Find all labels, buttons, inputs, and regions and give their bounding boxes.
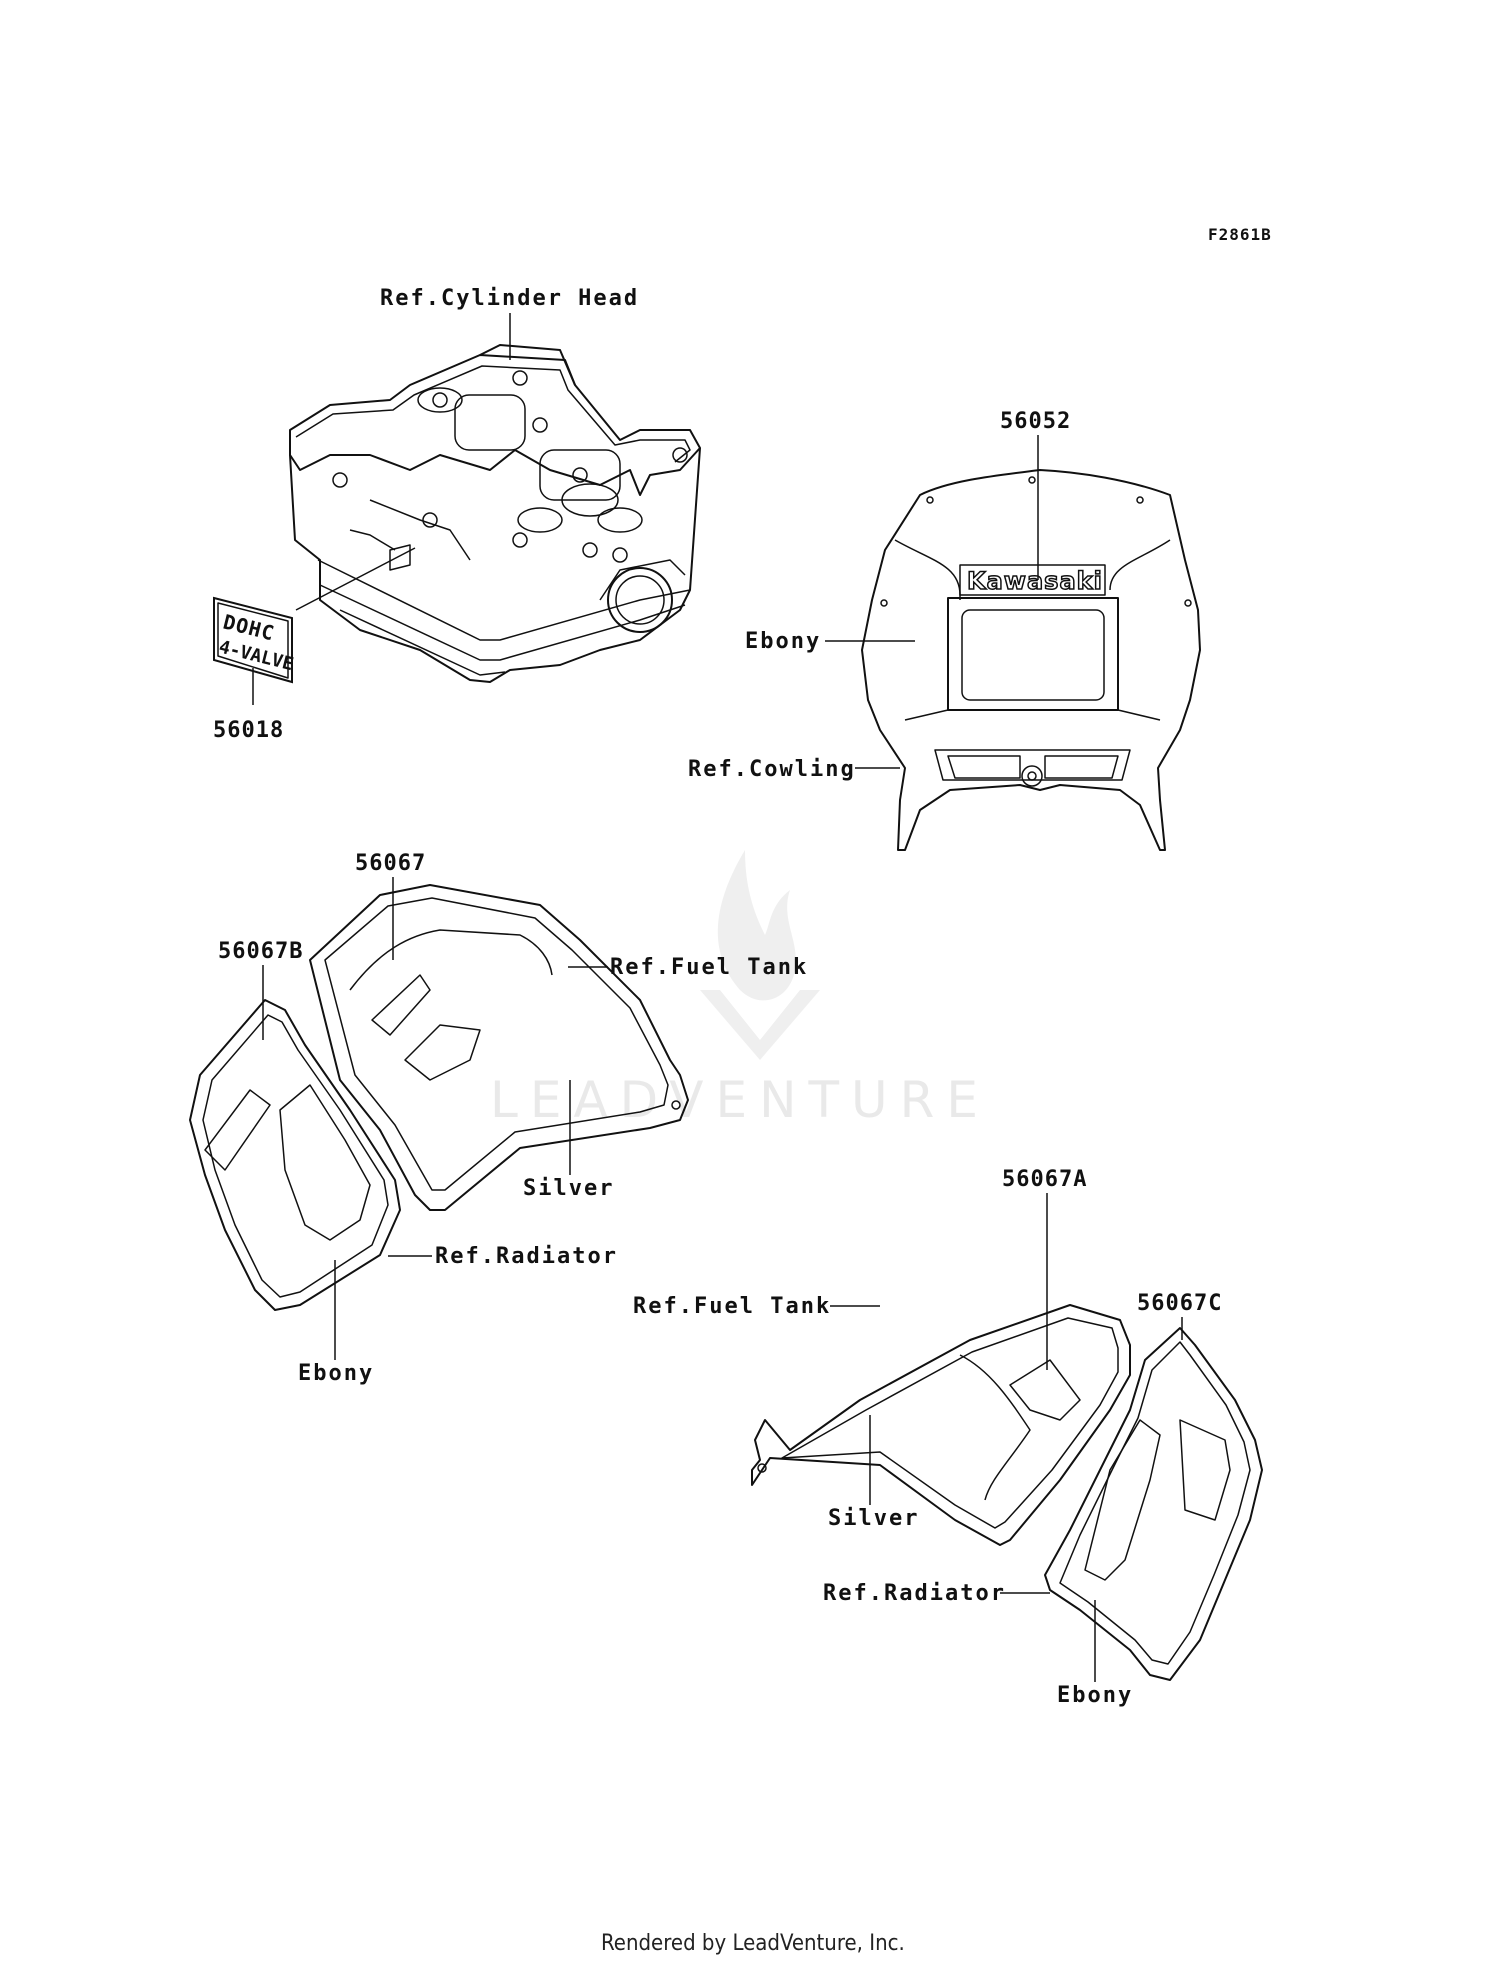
left-radiator-shroud-drawing (189, 999, 401, 1311)
label-silver-left: Silver (523, 1176, 614, 1201)
dohc-4-valve-decal: DOHC 4-VALVE (213, 596, 295, 684)
label-ref-fuel-tank-right: Ref.Fuel Tank (633, 1294, 831, 1319)
label-ref-fuel-tank-left: Ref.Fuel Tank (610, 955, 808, 980)
left-fuel-tank-drawing (309, 884, 689, 1211)
cowling-drawing: Kawasaki (861, 469, 1201, 851)
label-ref-cylinder-head: Ref.Cylinder Head (380, 286, 639, 311)
part-56067: 56067 (355, 851, 426, 876)
part-56018: 56018 (213, 718, 284, 743)
right-radiator-shroud-drawing (1044, 1327, 1263, 1681)
label-ebony-cowling: Ebony (745, 629, 821, 654)
footer-credit: Rendered by LeadVenture, Inc. (601, 1931, 905, 1956)
part-56067b: 56067B (218, 939, 303, 964)
label-ref-radiator-right: Ref.Radiator (823, 1581, 1006, 1606)
label-ref-cowling: Ref.Cowling (688, 757, 856, 782)
watermark-text: LEADVENTURE (490, 1071, 990, 1129)
label-ref-radiator-left: Ref.Radiator (435, 1244, 618, 1269)
label-ebony-right: Ebony (1057, 1683, 1133, 1708)
leader-56018-head (295, 547, 416, 611)
flame-watermark-icon (717, 850, 796, 1001)
diagram-code: F2861B (1208, 225, 1272, 244)
label-ebony-left: Ebony (298, 1361, 374, 1386)
right-fuel-tank-drawing (751, 1304, 1131, 1546)
v-watermark-icon (700, 990, 820, 1060)
label-silver-right: Silver (828, 1506, 919, 1531)
cowling-brand-text: Kawasaki (967, 567, 1103, 595)
part-56067c: 56067C (1137, 1291, 1222, 1316)
leadventure-watermark: LEADVENTURE (490, 850, 990, 1129)
part-56067a: 56067A (1002, 1167, 1087, 1192)
cylinder-head-drawing (289, 344, 701, 683)
part-56052: 56052 (1000, 409, 1071, 434)
